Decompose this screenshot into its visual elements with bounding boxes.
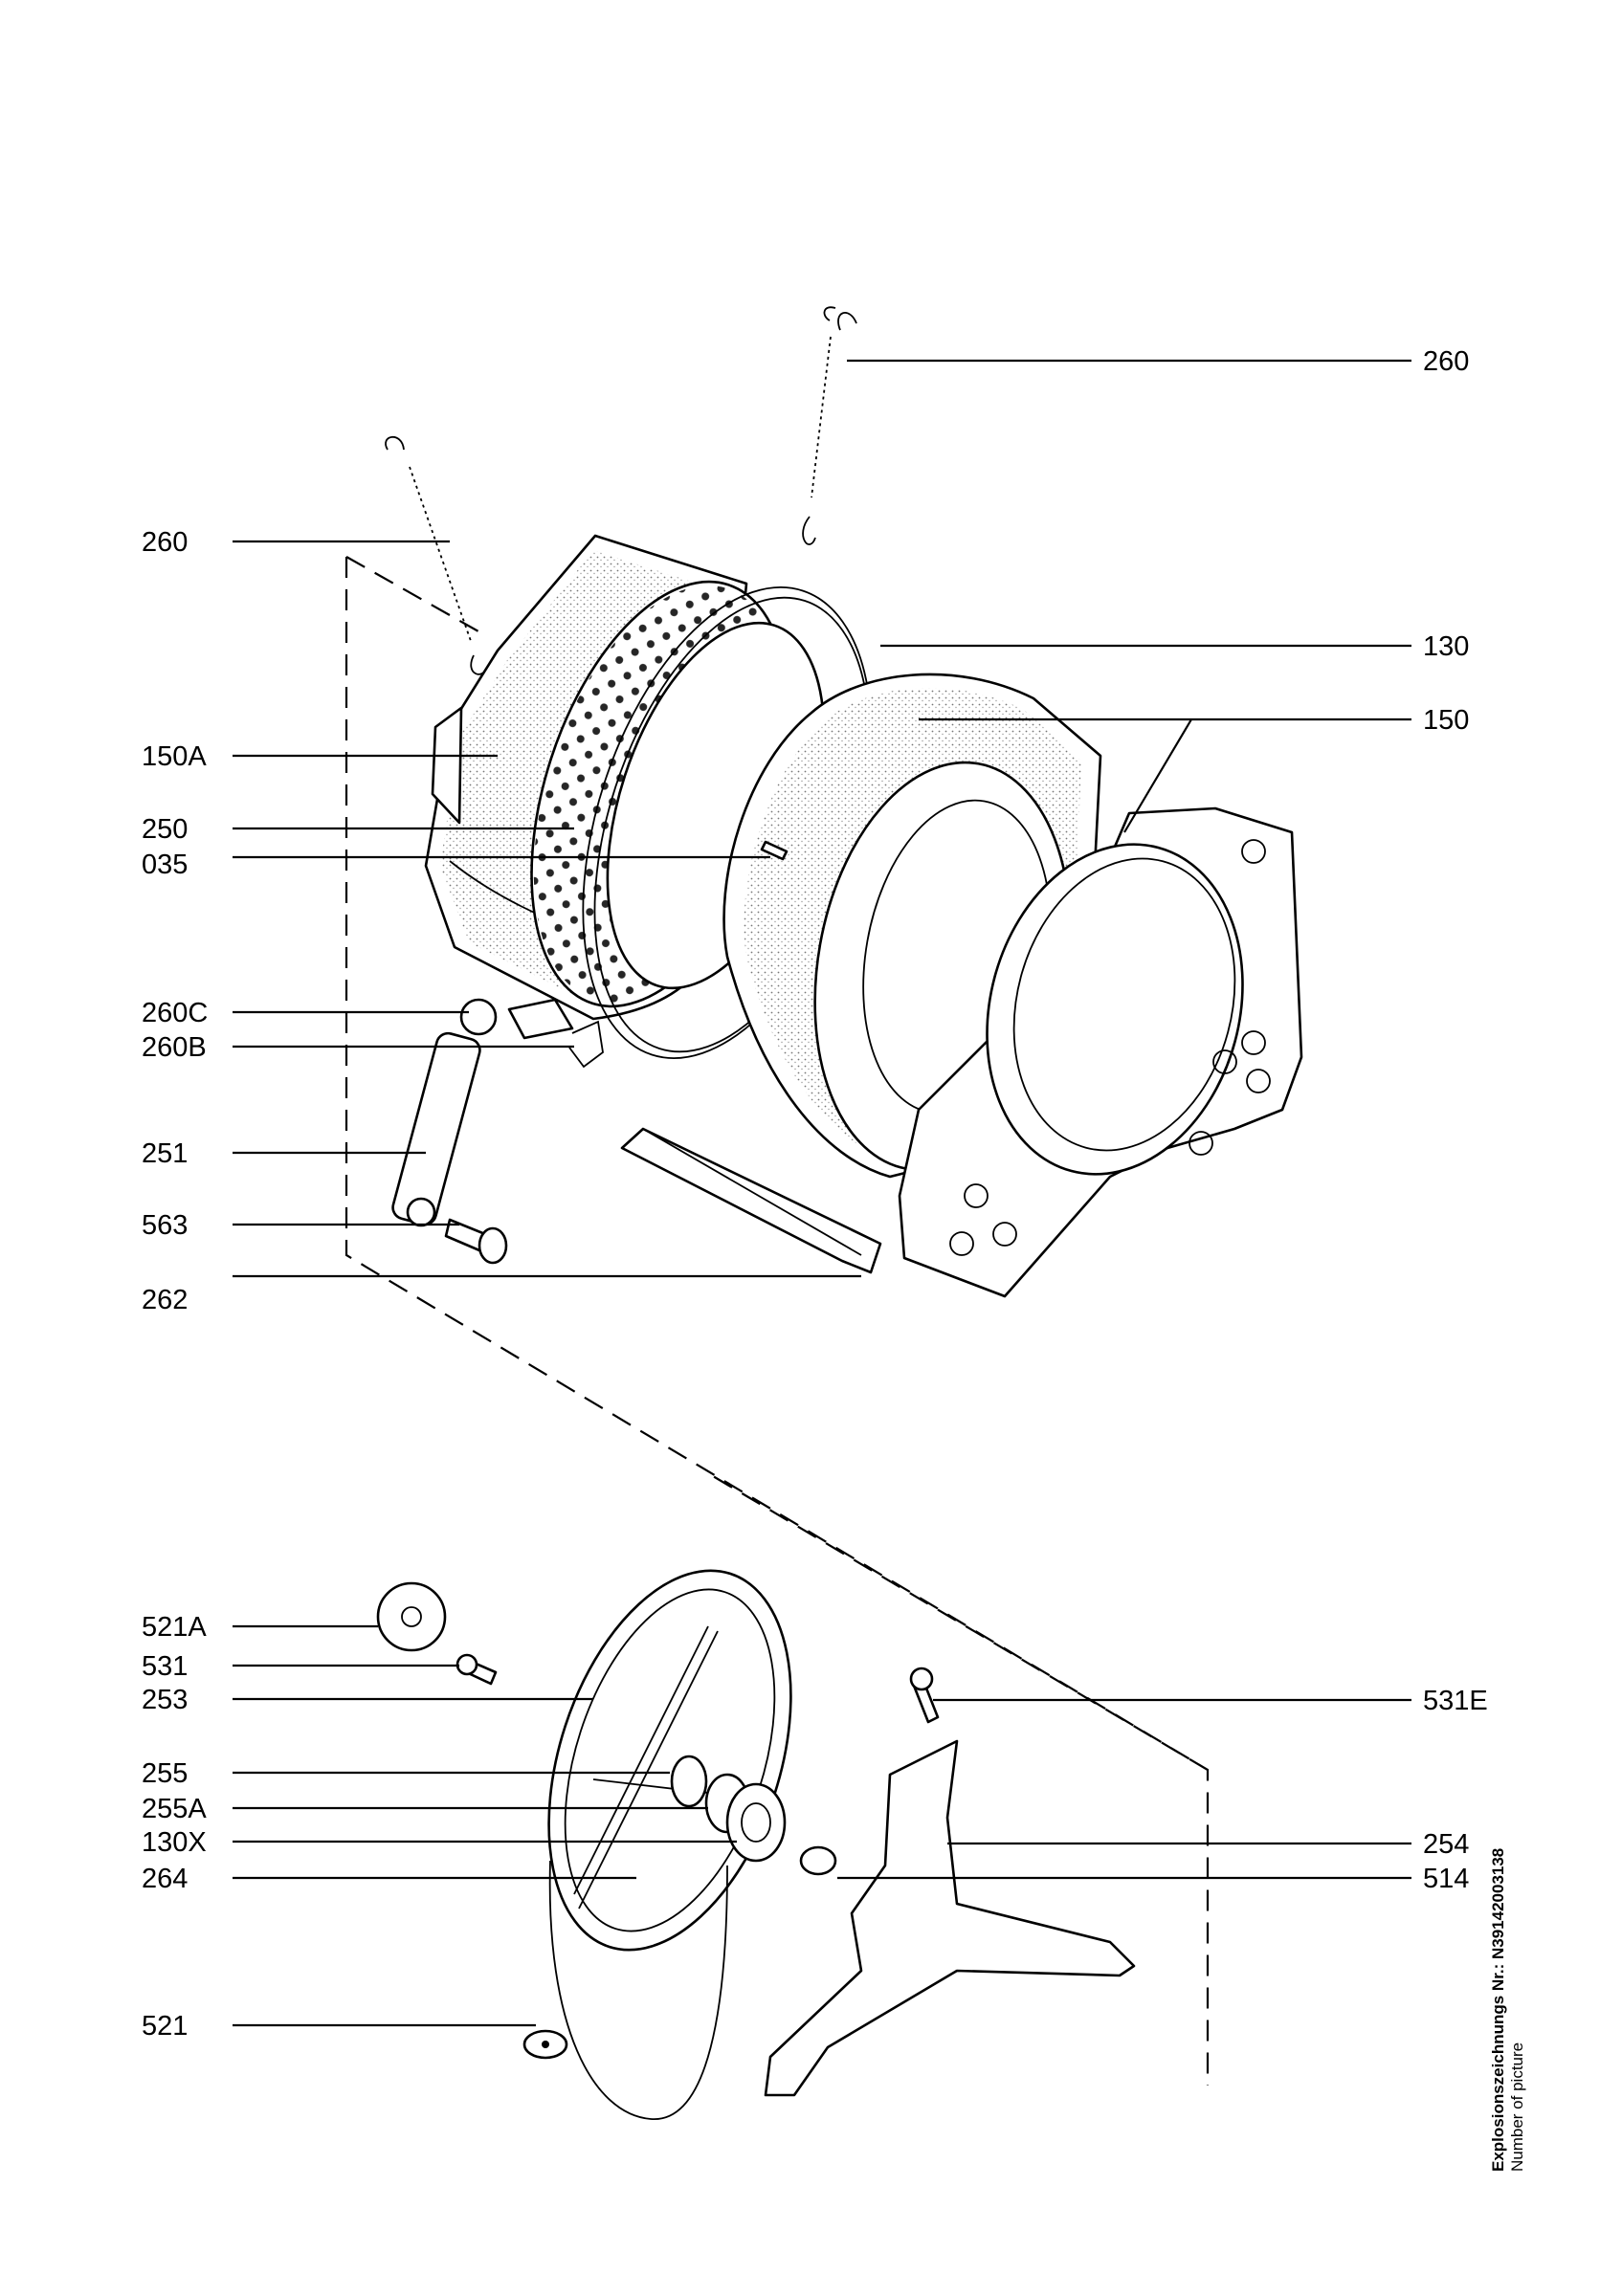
assembly-dashed-outline: [344, 556, 1210, 2086]
callout-521: 521: [142, 2011, 188, 2042]
callout-260B: 260B: [142, 1032, 207, 1063]
callout-251: 251: [142, 1138, 188, 1169]
shock-absorber-251: [391, 998, 498, 1227]
bearing-130X: [725, 1782, 787, 1863]
drive-belt-264: [548, 1860, 728, 2120]
callout-260C: 260C: [142, 998, 208, 1028]
callout-255: 255: [142, 1758, 188, 1789]
callout-264: 264: [142, 1864, 188, 1894]
callout-130X: 130X: [142, 1827, 207, 1858]
screw-531: [455, 1653, 498, 1686]
callout-255A: 255A: [142, 1794, 207, 1824]
callout-130: 130: [1423, 631, 1469, 662]
callout-250: 250: [142, 814, 188, 845]
callout-150: 150: [1423, 705, 1469, 736]
picture-caption: Number of picture: [1507, 2042, 1526, 2172]
washer-521: [522, 2029, 568, 2060]
bracket-262: [620, 1127, 882, 1274]
callout-253: 253: [142, 1685, 188, 1715]
callout-521A: 521A: [142, 1612, 207, 1643]
bushing-514: [799, 1845, 837, 1876]
nut-255: [670, 1755, 708, 1808]
bolt-563: [444, 1218, 508, 1265]
callout-150A: 150A: [142, 741, 207, 772]
callout-262: 262: [142, 1285, 188, 1315]
spider-arm-254: [764, 1739, 1136, 2097]
spring-260-top: [802, 306, 857, 545]
spacer-plate-260C: [507, 998, 574, 1040]
drawing-number-footer: Explosionszeichnungs Nr.: N39142003138 N…: [1489, 1848, 1526, 2172]
front-counterweight-frame: [898, 806, 1303, 1298]
callout-531E: 531E: [1423, 1686, 1488, 1716]
callout-531: 531: [142, 1651, 188, 1682]
pulley-253: [547, 1569, 792, 1952]
screw-531E: [909, 1667, 940, 1724]
clip-260B: [568, 1020, 604, 1069]
drawing-number: Explosionszeichnungs Nr.: N39142003138: [1489, 1847, 1507, 2172]
callout-260-left: 260: [142, 527, 188, 558]
leader-lines: [233, 359, 1411, 2027]
callout-563: 563: [142, 1210, 188, 1241]
spring-260-left: [385, 435, 489, 675]
callout-254: 254: [1423, 1829, 1469, 1860]
callout-260-top: 260: [1423, 346, 1469, 377]
callout-035: 035: [142, 850, 188, 880]
callout-514: 514: [1423, 1864, 1469, 1894]
sensor-disc-521A: [376, 1581, 447, 1652]
screw-035: [760, 840, 789, 861]
